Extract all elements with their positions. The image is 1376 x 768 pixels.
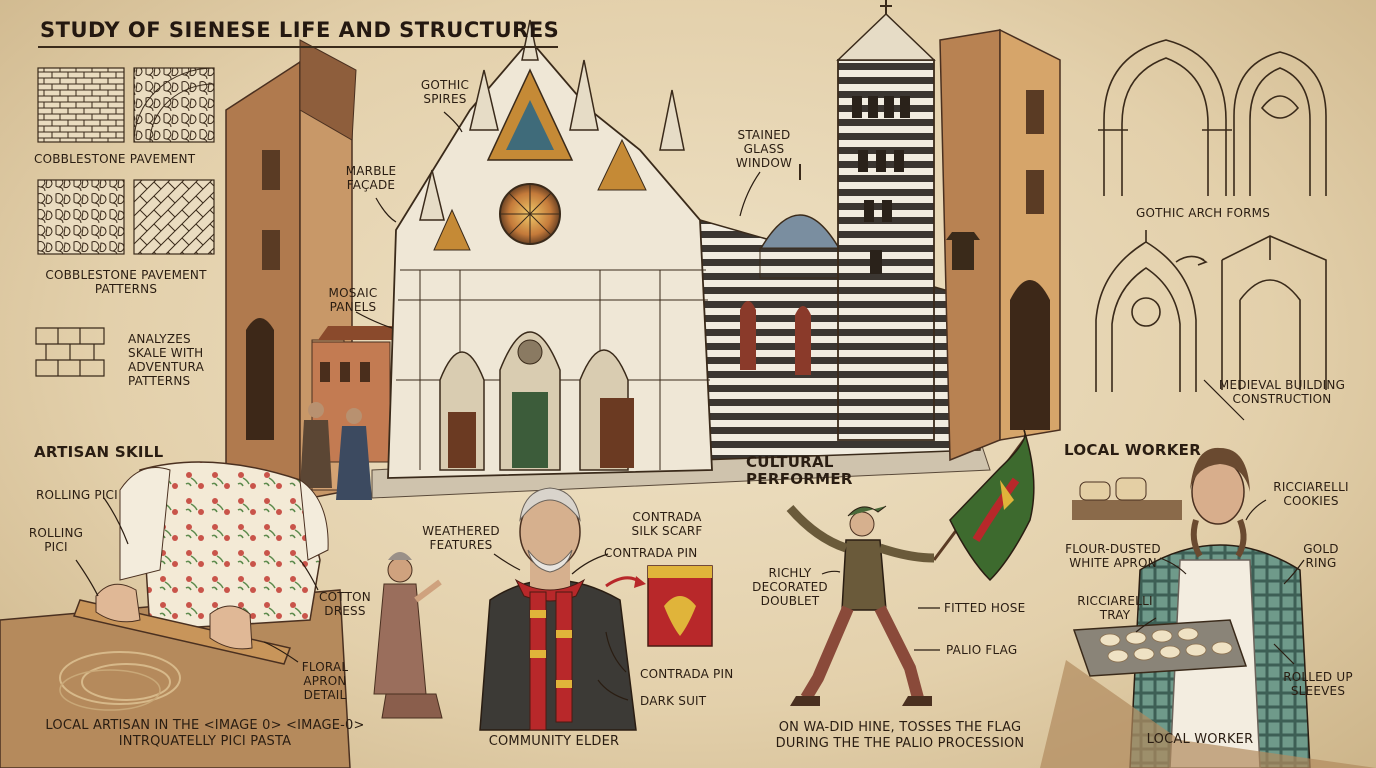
cobblestone-patterns-label: COBBLESTONE PAVEMENT PATTERNS xyxy=(45,268,207,296)
palio-flag-label: PALIO FLAG xyxy=(946,643,1018,657)
fitted-hose-label: FITTED HOSE xyxy=(944,601,1026,615)
local-worker-heading: LOCAL WORKER xyxy=(1064,441,1202,459)
weathered-features-label: WEATHERED FEATURES xyxy=(422,524,500,552)
right-street-buildings xyxy=(939,28,1061,462)
page-title: STUDY OF SIENESE LIFE AND STRUCTURES xyxy=(40,18,560,42)
contrada-pin-label-top: CONTRADA PIN xyxy=(604,546,698,560)
mosaic-panels-label: MOSAIC PANELS xyxy=(328,286,378,314)
marble-facade-label: MARBLE FAÇADE xyxy=(345,164,397,192)
white-apron-label: FLOUR-DUSTED WHITE APRON xyxy=(1065,542,1161,570)
artisan-skill-heading: ARTISAN SKILL xyxy=(34,443,164,461)
ricciarelli-cookies-label: RICCIARELLI COOKIES xyxy=(1273,480,1349,508)
doublet-label: RICHLY DECORATED DOUBLET xyxy=(752,566,828,608)
cobblestone-pavement-label: COBBLESTONE PAVEMENT xyxy=(34,152,196,166)
gothic-arch-forms-label: GOTHIC ARCH FORMS xyxy=(1135,206,1271,220)
leader-lines xyxy=(75,111,1305,701)
performer-caption: ON WA-DID HINE, TOSSES THE FLAG DURING T… xyxy=(775,720,1025,751)
local-worker-caption: LOCAL WORKER xyxy=(1146,732,1254,747)
flag-performer xyxy=(786,429,1035,706)
artisan-figure xyxy=(0,461,351,768)
cultural-performer-heading: CULTURAL PERFORMER xyxy=(746,453,853,488)
cotton-dress-label: COTTON DRESS xyxy=(319,590,371,618)
rolling-pici-label-2: ROLLING PICI xyxy=(28,526,84,554)
analyzes-label: ANALYZES SKALE WITH ADVENTURA PATTERNS xyxy=(128,332,204,388)
community-elder-caption: COMMUNITY ELDER xyxy=(488,734,620,749)
dark-suit-label: DARK SUIT xyxy=(640,694,707,708)
stained-glass-label: STAINED GLASS WINDOW xyxy=(735,128,793,170)
contrada-pin-label-bottom: CONTRADA PIN xyxy=(640,667,734,681)
praying-woman xyxy=(373,552,443,719)
contrada-scarf-label: CONTRADA SILK SCARF xyxy=(631,510,703,538)
medieval-construction-label: MEDIEVAL BUILDING CONSTRUCTION xyxy=(1218,378,1346,406)
gothic-arch-sketches xyxy=(1095,39,1327,392)
gold-ring-label: GOLD RING xyxy=(1303,542,1339,570)
ricciarelli-tray-label: RICCIARELLI TRAY xyxy=(1077,594,1153,622)
local-worker xyxy=(1040,447,1376,768)
title-underline xyxy=(38,46,558,48)
rolled-sleeves-label: ROLLED UP SLEEVES xyxy=(1283,670,1353,698)
left-street-buildings xyxy=(225,39,438,511)
floral-apron-label: FLORAL APRON DETAIL xyxy=(301,660,349,702)
cobblestone-swatches xyxy=(35,67,215,377)
gothic-spires-label: GOTHIC SPIRES xyxy=(420,78,470,106)
community-elder xyxy=(479,487,713,731)
rolling-pici-label-1: ROLLING PICI xyxy=(36,488,118,502)
artisan-caption: LOCAL ARTISAN IN THE <IMAGE 0> <IMAGE-0>… xyxy=(45,718,365,749)
bell-tower xyxy=(836,0,936,441)
